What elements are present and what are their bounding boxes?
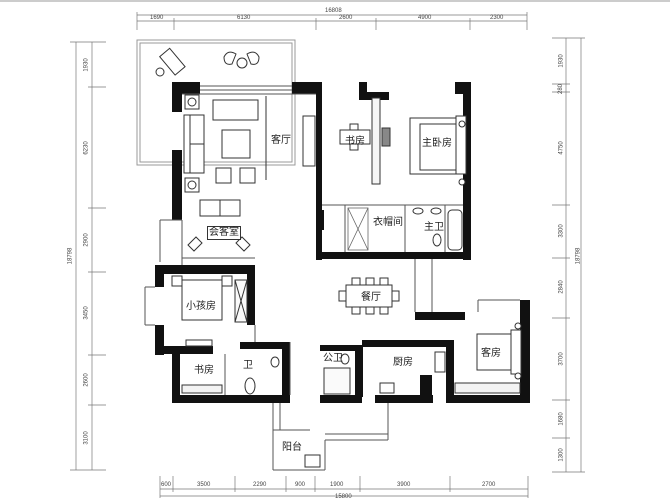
lounge-chair-icon xyxy=(155,47,186,77)
dim-bottom-3: 900 xyxy=(295,482,306,488)
dim-bottom-4: 1900 xyxy=(330,482,344,488)
dining-table-icon xyxy=(338,277,400,315)
dim-top-4: 2300 xyxy=(490,15,504,21)
room-label-balcony: 阳台 xyxy=(282,442,302,453)
dim-top-1: 6130 xyxy=(237,15,251,21)
interior-lines xyxy=(144,85,520,471)
dim-left-5: 3100 xyxy=(83,431,90,445)
master-bath-fixtures-icon xyxy=(412,207,463,251)
dim-top-0: 1690 xyxy=(150,15,164,21)
room-label-closet: 衣帽间 xyxy=(373,217,403,228)
dim-bottom-1: 3500 xyxy=(197,482,211,488)
dim-left-total: 18798 xyxy=(67,247,74,265)
room-label-guest: 客房 xyxy=(481,348,501,359)
room-label-kids: 小孩房 xyxy=(186,301,216,312)
room-label-bath: 卫 xyxy=(243,360,253,371)
dim-top-3: 4900 xyxy=(418,15,432,21)
room-label-reception: 会客室 xyxy=(207,226,241,240)
dim-bottom-2: 2290 xyxy=(253,482,267,488)
dim-left-1: 6230 xyxy=(83,141,90,155)
kitchen-fixtures-icon xyxy=(323,351,446,395)
room-label-master-bath: 主卫 xyxy=(424,222,444,233)
room-label-living: 客厅 xyxy=(271,135,291,146)
room-label-master-bedroom: 主卧房 xyxy=(422,138,452,149)
dim-right-0: 1930 xyxy=(558,54,565,68)
dim-right-1: 280 xyxy=(558,83,565,95)
room-label-dining: 餐厅 xyxy=(361,292,381,303)
closet-icon xyxy=(347,207,369,251)
dim-right-6: 1680 xyxy=(558,412,565,426)
dim-right-4: 2840 xyxy=(558,280,565,294)
room-label-public-bath: 公卫 xyxy=(323,353,343,364)
dim-right-5: 3700 xyxy=(558,352,565,366)
dim-left-4: 2600 xyxy=(83,373,90,387)
upper-balcony xyxy=(136,39,296,166)
dim-right-2: 4750 xyxy=(558,141,565,155)
dimension-lines xyxy=(70,12,585,498)
dim-left-0: 1930 xyxy=(83,58,90,72)
dim-bottom-5: 3900 xyxy=(397,482,411,488)
bath-fixtures-icon xyxy=(181,356,280,395)
dim-top-2: 2600 xyxy=(339,15,353,21)
sofa-set-icon xyxy=(183,94,316,252)
dim-right-7: 1300 xyxy=(558,448,565,462)
kids-bed-icon xyxy=(171,275,248,347)
outdoor-table-chairs-icon xyxy=(223,51,260,69)
room-label-kitchen: 厨房 xyxy=(393,357,413,368)
dim-bottom-0: 600 xyxy=(161,482,172,488)
dim-bottom-total: 15800 xyxy=(335,494,352,500)
walls xyxy=(155,82,530,403)
dim-bottom-6: 2700 xyxy=(482,482,496,488)
room-label-study-south: 书房 xyxy=(194,365,214,376)
master-bed-icon xyxy=(409,115,467,186)
balcony-fixture-icon xyxy=(304,454,321,468)
dim-top-total: 16808 xyxy=(325,8,342,14)
study-desk-icon xyxy=(339,97,391,185)
room-label-study-north: 书房 xyxy=(345,136,365,147)
dim-left-2: 2900 xyxy=(83,233,90,247)
guest-bed-icon xyxy=(454,322,522,394)
dim-right-total: 18798 xyxy=(575,247,582,265)
dim-left-3: 3450 xyxy=(83,306,90,320)
dim-right-3: 3300 xyxy=(558,224,565,238)
